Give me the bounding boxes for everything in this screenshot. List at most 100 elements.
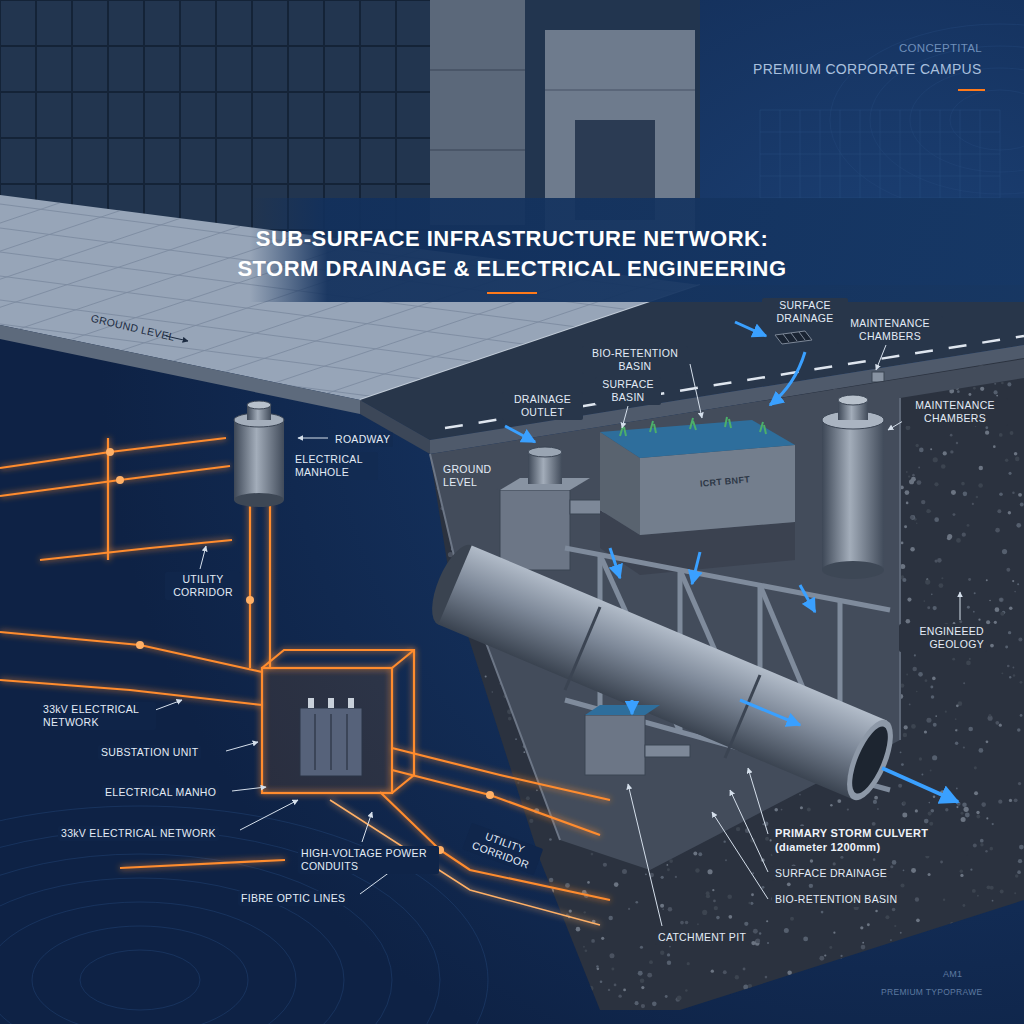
- catchment-pit: [585, 705, 660, 715]
- gravel-stone: [979, 466, 983, 470]
- gravel-stone: [917, 480, 922, 485]
- gravel-stone: [587, 881, 590, 884]
- contour-line: [830, 24, 1024, 216]
- gravel-stone: [1014, 591, 1016, 593]
- gravel-texture: [429, 356, 1024, 1023]
- gravel-stone: [436, 811, 438, 813]
- gravel-stone: [725, 379, 727, 381]
- storm-culvert: [455, 585, 870, 760]
- gravel-stone: [499, 806, 502, 809]
- gravel-stone: [668, 907, 673, 912]
- gravel-stone: [998, 957, 1002, 961]
- gravel-stone: [589, 993, 591, 995]
- gravel-stone: [973, 844, 977, 848]
- gravel-stone: [1010, 919, 1012, 921]
- gravel-stone: [1005, 458, 1008, 461]
- gravel-stone: [469, 948, 471, 950]
- grid-line: [760, 132, 1000, 133]
- gravel-stone: [982, 360, 984, 362]
- gravel-stone: [979, 748, 984, 753]
- gravel-stone: [702, 910, 707, 915]
- gravel-stone: [472, 419, 476, 423]
- part-label: UTILITY CORRIDOR: [462, 823, 543, 876]
- part-label: GROUND LEVEL: [440, 462, 498, 490]
- electrical-conduit: [0, 438, 610, 925]
- gravel-stone: [473, 357, 477, 361]
- gravel-stone: [452, 800, 457, 805]
- gravel-stone: [641, 1004, 645, 1008]
- gravel-stone: [995, 955, 1000, 960]
- flow-arrow: [740, 700, 800, 725]
- gravel-stone: [980, 839, 984, 843]
- gravel-stone: [930, 769, 932, 771]
- part-label: 33kV ELECTRICAL NETWORK: [40, 702, 156, 730]
- gravel-stone: [933, 979, 936, 982]
- gravel-stone: [530, 840, 532, 842]
- gravel-stone: [443, 382, 446, 385]
- storm-culvert: [845, 722, 895, 798]
- gravel-stone: [1016, 523, 1021, 528]
- electrical-conduit: [269, 500, 271, 668]
- gravel-stone: [952, 929, 957, 934]
- gravel-stone: [907, 962, 910, 965]
- gravel-stone: [517, 782, 519, 784]
- gravel-stone: [669, 398, 673, 402]
- gravel-stone: [512, 932, 514, 934]
- gravel-stone: [446, 754, 448, 756]
- gravel-stone: [970, 1017, 972, 1019]
- gravel-stone: [950, 450, 953, 453]
- gravel-stone: [604, 415, 606, 417]
- gravel-stone: [930, 686, 933, 689]
- gravel-stone: [762, 823, 764, 825]
- gravel-stone: [933, 795, 935, 797]
- gravel-stone: [1018, 493, 1022, 497]
- gravel-stone: [680, 921, 684, 925]
- gravel-stone: [980, 387, 984, 391]
- gravel-stone: [931, 695, 935, 699]
- contour-line: [0, 854, 392, 1024]
- storm-culvert: [725, 675, 760, 758]
- gravel-stone: [952, 658, 955, 661]
- part-label: SURFACE DRAINAGE: [762, 298, 848, 326]
- gravel-stone: [901, 941, 903, 943]
- gravel-stone: [906, 674, 908, 676]
- gravel-stone: [618, 994, 621, 997]
- gravel-stone: [487, 714, 490, 717]
- gravel-stone: [975, 356, 979, 360]
- gravel-stone: [940, 861, 943, 864]
- gravel-stone: [875, 1001, 880, 1006]
- gravel-stone: [640, 978, 645, 983]
- gravel-stone: [935, 715, 937, 717]
- gravel-stone: [1013, 667, 1015, 669]
- gravel-stone: [977, 982, 980, 985]
- part-label: MAINTENANCE CHAMBERS: [902, 398, 1008, 426]
- gravel-stone: [649, 960, 653, 964]
- catchment-pit: [585, 705, 690, 775]
- electrical-conduit: [0, 632, 262, 672]
- gravel-stone: [1013, 674, 1016, 677]
- accent-line: [958, 89, 985, 91]
- gravel-stone: [909, 362, 914, 367]
- maintenance-chamber: [822, 561, 884, 579]
- gravel-stone: [788, 987, 790, 989]
- gravel-stone: [467, 806, 471, 810]
- gravel-stone: [544, 362, 546, 364]
- gravel-stone: [713, 900, 716, 903]
- gravel-stone: [431, 999, 435, 1003]
- gravel-stone: [999, 492, 1003, 496]
- gravel-stone: [546, 376, 549, 379]
- gravel-stone: [1005, 645, 1008, 648]
- gravel-stone: [515, 738, 517, 740]
- gravel-stone: [468, 860, 471, 863]
- gravel-stone: [491, 1009, 495, 1013]
- gravel-stone: [921, 500, 925, 504]
- contour-line: [910, 68, 1024, 172]
- gravel-stone: [537, 1016, 539, 1018]
- gravel-stone: [961, 812, 964, 815]
- gravel-stone: [474, 1018, 478, 1022]
- gravel-stone: [743, 968, 746, 971]
- gravel-stone: [565, 942, 568, 945]
- gravel-stone: [457, 766, 459, 768]
- gravel-stone: [638, 971, 643, 976]
- gravel-stone: [956, 704, 959, 707]
